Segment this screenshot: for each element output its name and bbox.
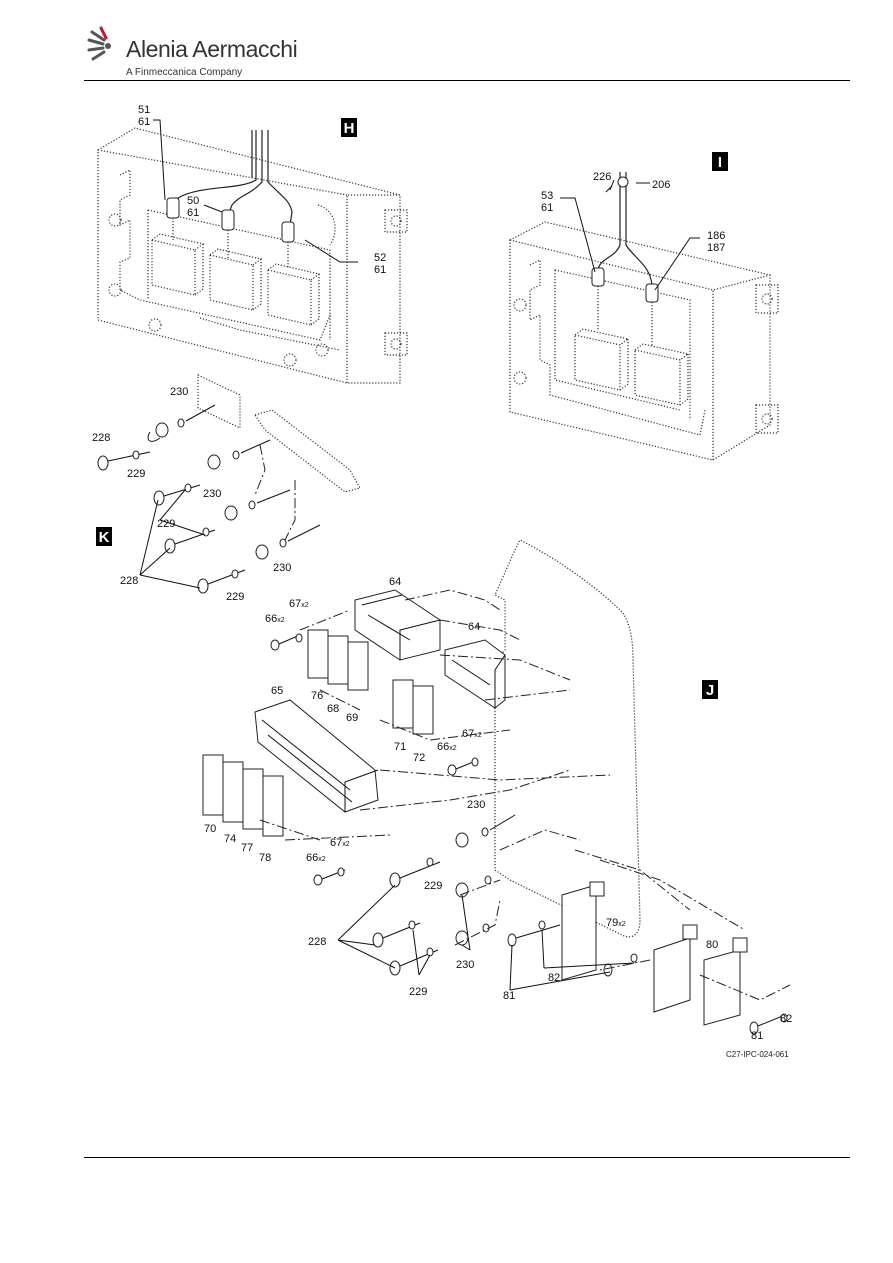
relay-middle bbox=[209, 248, 263, 311]
screw-row-1 bbox=[97, 404, 216, 471]
callout-70: 70 bbox=[204, 823, 216, 835]
screw-row-2 bbox=[153, 439, 271, 506]
block-80 bbox=[653, 924, 698, 1013]
footer-rule bbox=[84, 1157, 850, 1158]
callout-74: 74 bbox=[224, 833, 236, 845]
screw-row-3 bbox=[164, 489, 291, 554]
callout-51: 51 bbox=[138, 104, 150, 116]
screw-row-4 bbox=[197, 524, 321, 594]
callout-226: 226 bbox=[593, 171, 611, 183]
svg-text:J: J bbox=[706, 682, 714, 699]
view-h-assembly bbox=[97, 127, 408, 384]
callout-71: 71 bbox=[394, 741, 406, 753]
callout-78: 78 bbox=[259, 852, 271, 864]
callout-206: 206 bbox=[652, 179, 670, 191]
callout-77: 77 bbox=[241, 842, 253, 854]
rail-64-lower bbox=[444, 639, 506, 709]
callout-61: 61 bbox=[374, 264, 386, 276]
callout-230: 230 bbox=[170, 386, 188, 398]
view-i-assembly bbox=[509, 172, 779, 461]
brand-tagline: A Finmeccanica Company bbox=[126, 67, 243, 78]
relay-left bbox=[151, 233, 205, 296]
callout-69: 69 bbox=[346, 712, 358, 724]
callout-66: 66x2 bbox=[306, 852, 326, 864]
callout-229: 229 bbox=[226, 591, 244, 603]
block-79 bbox=[561, 881, 605, 981]
svg-text:H: H bbox=[344, 120, 355, 137]
callout-186: 186 bbox=[707, 230, 725, 242]
callout-230: 230 bbox=[273, 562, 291, 574]
connector-block-76-68-69 bbox=[307, 629, 369, 691]
callout-61: 61 bbox=[187, 207, 199, 219]
callout-67: 67x2 bbox=[462, 728, 482, 740]
callout-53: 53 bbox=[541, 190, 553, 202]
connector-block-70-74-77-78 bbox=[202, 754, 284, 837]
callout-65: 65 bbox=[271, 685, 283, 697]
rail-65 bbox=[254, 699, 379, 813]
connector-block-71-72 bbox=[392, 679, 434, 735]
rail-64-upper bbox=[354, 589, 441, 661]
callout-229: 229 bbox=[424, 880, 442, 892]
view-k-assembly bbox=[97, 374, 361, 594]
callout-72: 72 bbox=[413, 752, 425, 764]
callout-52: 52 bbox=[374, 252, 386, 264]
header-rule bbox=[84, 80, 850, 81]
svg-text:I: I bbox=[718, 154, 722, 171]
callout-230: 230 bbox=[203, 488, 221, 500]
callout-68: 68 bbox=[327, 703, 339, 715]
page-header: Alenia Aermacchi A Finmeccanica Company bbox=[84, 22, 850, 82]
brand-name: Alenia Aermacchi bbox=[126, 36, 298, 62]
callout-61: 61 bbox=[541, 202, 553, 214]
view-badge-k: K bbox=[96, 527, 112, 546]
callout-229: 229 bbox=[409, 986, 427, 998]
callout-228: 228 bbox=[92, 432, 110, 444]
view-badge-h: H bbox=[341, 118, 357, 137]
callout-228: 228 bbox=[308, 936, 326, 948]
callout-76: 76 bbox=[311, 690, 323, 702]
view-badge-j: J bbox=[702, 680, 718, 699]
callout-229: 229 bbox=[157, 518, 175, 530]
callout-81: 81 bbox=[751, 1030, 763, 1042]
callout-80: 80 bbox=[706, 939, 718, 951]
callout-66: 66x2 bbox=[265, 613, 285, 625]
block-unlabeled bbox=[703, 937, 748, 1026]
view-j-assembly bbox=[202, 539, 791, 1035]
relay-right bbox=[267, 263, 321, 326]
callout-82: 82 bbox=[780, 1013, 792, 1025]
callout-61: 61 bbox=[138, 116, 150, 128]
callout-230: 230 bbox=[456, 959, 474, 971]
callout-228: 228 bbox=[120, 575, 138, 587]
callout-50: 50 bbox=[187, 195, 199, 207]
callout-64: 64 bbox=[389, 576, 401, 588]
callout-64: 64 bbox=[468, 621, 480, 633]
callout-229: 229 bbox=[127, 468, 145, 480]
callout-66: 66x2 bbox=[437, 741, 457, 753]
callout-230: 230 bbox=[467, 799, 485, 811]
callout-81: 81 bbox=[503, 990, 515, 1002]
callout-79: 79x2 bbox=[606, 917, 626, 929]
callout-187: 187 bbox=[707, 242, 725, 254]
view-badge-i: I bbox=[712, 152, 728, 171]
svg-text:K: K bbox=[99, 529, 110, 546]
callout-67: 67x2 bbox=[330, 837, 350, 849]
figure-reference: C27-IPC-024-061 bbox=[726, 1050, 789, 1059]
callout-82: 82 bbox=[548, 972, 560, 984]
alenia-aermacchi-logo-icon bbox=[87, 26, 111, 61]
callout-67: 67x2 bbox=[289, 598, 309, 610]
